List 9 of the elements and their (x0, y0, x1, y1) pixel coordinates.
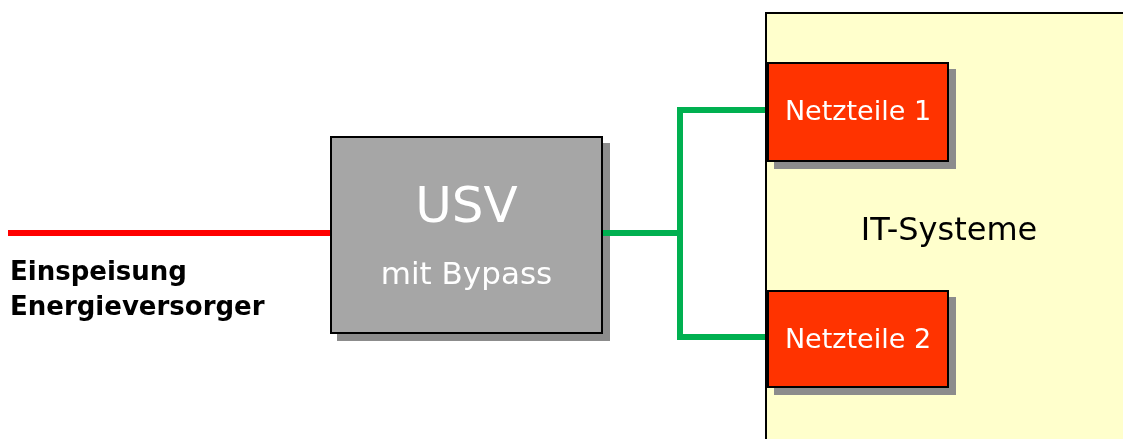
ups-title: USV (414, 178, 519, 233)
system-label: IT-Systeme (859, 212, 1039, 248)
feed-label: Einspeisung Energieversorger (10, 255, 266, 324)
power-supply-label: Netzteile 2 (783, 324, 933, 354)
connector-line (8, 230, 330, 236)
power-supply-label: Netzteile 1 (783, 96, 933, 126)
system-area (765, 12, 1123, 439)
connector-line (603, 230, 765, 340)
ups-subtitle: mit Bypass (379, 256, 554, 291)
